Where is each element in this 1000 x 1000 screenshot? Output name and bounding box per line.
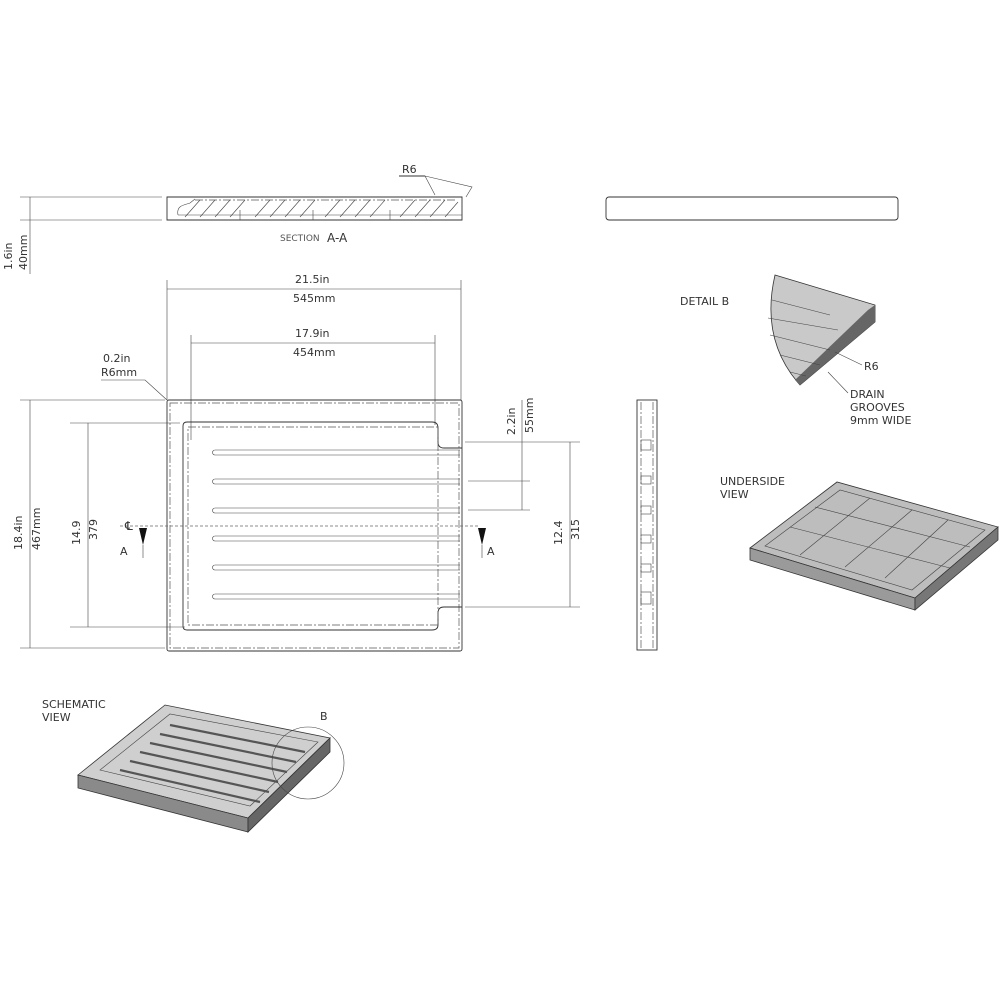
recess-mm: 379 (87, 519, 100, 540)
section-radius-label: R6 (402, 163, 417, 176)
width-mm: 545mm (293, 292, 335, 305)
schematic-title-line1: SCHEMATIC (42, 698, 106, 711)
inner-width-mm: 454mm (293, 346, 335, 359)
top-plan-view: ℄ A A (120, 399, 495, 652)
detail-title: DETAIL B (680, 295, 729, 308)
corner-radius-in: 0.2in (103, 352, 131, 365)
corner-radius-mm: R6mm (101, 366, 137, 379)
detail-note-line2: GROOVES (850, 401, 905, 414)
drain-grooves (212, 449, 460, 600)
detail-radius: R6 (864, 360, 879, 373)
detail-callout-label: B (320, 710, 328, 723)
height-dimensions: 18.4in 467mm 14.9 379 12.4 315 2.2in 55m… (12, 398, 582, 649)
section-a-a-view: R6 SECTION A-A (166, 163, 473, 245)
height-mm: 467mm (30, 508, 43, 550)
inner-width-in: 17.9in (295, 327, 330, 340)
thickness-mm: 40mm (17, 235, 30, 270)
side-view (636, 399, 658, 651)
schematic-title-line2: VIEW (42, 711, 71, 724)
pitch-mm: 55mm (523, 398, 536, 433)
section-label-big: A-A (327, 231, 348, 245)
schematic-view: SCHEMATIC VIEW B (42, 698, 345, 833)
underside-view: UNDERSIDE VIEW (720, 475, 999, 611)
thickness-dimension: 1.6in 40mm (2, 196, 162, 274)
section-marker-right: A (487, 545, 495, 558)
section-arrow-right-icon (478, 528, 486, 545)
section-marker-left: A (120, 545, 128, 558)
centerline-symbol: ℄ (124, 519, 133, 533)
underside-title-line2: VIEW (720, 488, 749, 501)
detail-note-line3: 9mm WIDE (850, 414, 912, 427)
thickness-in: 1.6in (2, 242, 15, 270)
detail-note-line1: DRAIN (850, 388, 885, 401)
recess-in: 14.9 (70, 521, 83, 546)
section-arrow-left-icon (139, 528, 147, 545)
side-elevation-view (605, 196, 899, 221)
height-in: 18.4in (12, 515, 25, 550)
detail-b-callout-circle (271, 726, 345, 800)
detail-b-view: DETAIL B R6 DRAIN GROOVES 9mm WIDE (680, 274, 912, 427)
width-dimensions: 21.5in 545mm 17.9in 454mm 0.2in R6mm (101, 273, 462, 440)
section-label-small: SECTION (280, 234, 320, 244)
groove-span-mm: 315 (569, 519, 582, 540)
underside-title-line1: UNDERSIDE (720, 475, 785, 488)
groove-span-in: 12.4 (552, 521, 565, 546)
pitch-in: 2.2in (505, 407, 518, 435)
width-in: 21.5in (295, 273, 330, 286)
